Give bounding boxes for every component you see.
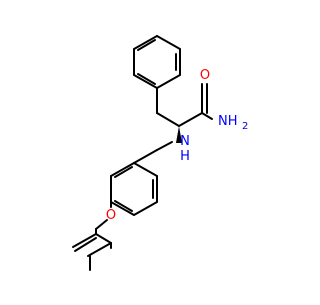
amide-group	[178, 83, 213, 127]
amide-nitrogen-label: NH	[218, 114, 238, 129]
amine-hydrogen-label: H	[180, 149, 190, 164]
carbonyl-oxygen-label: O	[200, 68, 210, 83]
benzene-ring	[110, 162, 158, 216]
methallyl-group	[72, 233, 112, 271]
amine-linker	[133, 141, 173, 164]
benzyl-chain	[156, 87, 180, 127]
molecule-structure-diagram: O NH 2 N H O	[0, 0, 300, 300]
amine-nitrogen-label: N	[180, 134, 190, 149]
background	[0, 0, 300, 300]
amide-hydrogen-count-label: 2	[242, 121, 248, 132]
ether-oxygen-label: O	[106, 208, 116, 223]
stereo-wedge-bond	[176, 126, 182, 143]
phenyl-ring	[133, 35, 181, 89]
molecule-structure-svg: O NH 2 N H O	[0, 0, 300, 300]
